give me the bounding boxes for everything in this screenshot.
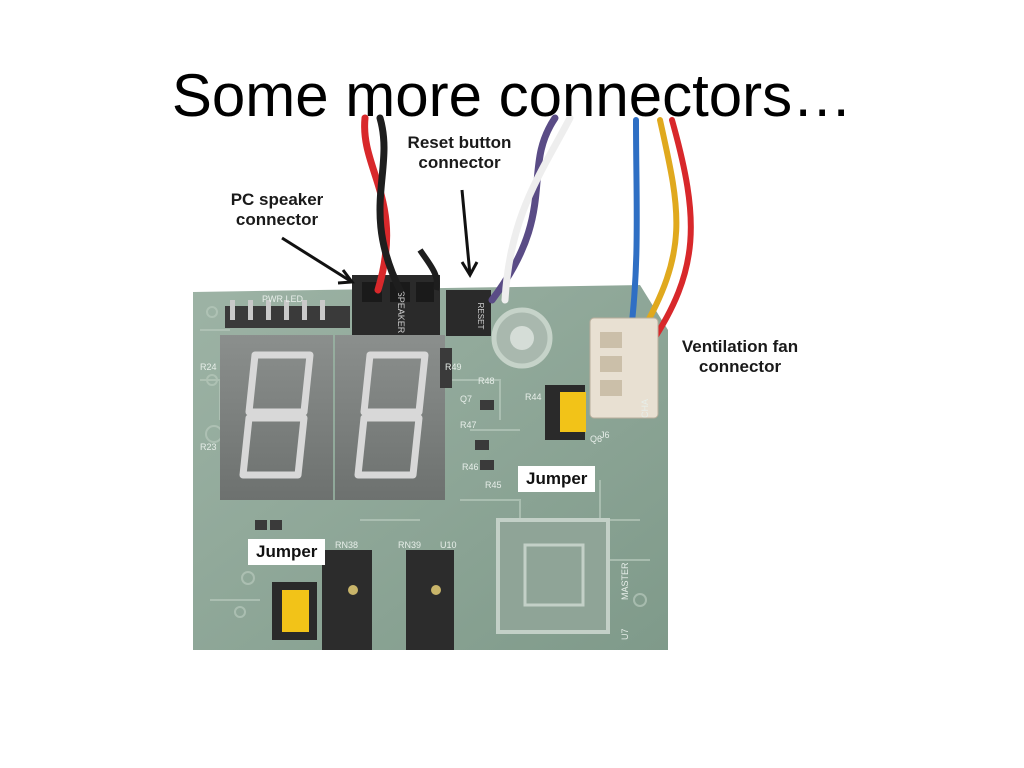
pin-header bbox=[225, 300, 350, 328]
silkscreen-r46: R46 bbox=[462, 462, 479, 472]
silkscreen-r47: R47 bbox=[460, 420, 477, 430]
silkscreen-pwr-led: PWR LED bbox=[262, 294, 304, 304]
speaker-silkscreen: SPEAKER bbox=[396, 291, 406, 334]
jumper-right bbox=[545, 385, 586, 440]
silkscreen-j6: J6 bbox=[600, 430, 610, 440]
silkscreen-u10: U10 bbox=[440, 540, 457, 550]
speaker-wires bbox=[361, 114, 404, 294]
jumper-left-label: Jumper bbox=[248, 539, 326, 565]
silkscreen-r23: R23 bbox=[200, 442, 217, 452]
fan-wires bbox=[627, 117, 694, 348]
small-components bbox=[255, 348, 494, 530]
silkscreen-master: MASTER bbox=[620, 562, 630, 600]
jumper-left bbox=[272, 582, 317, 640]
reset-button-label-text: Reset button connector bbox=[407, 133, 512, 172]
silkscreen-r48: R48 bbox=[478, 376, 495, 386]
pc-speaker-label-text: PC speaker connector bbox=[230, 190, 324, 229]
silkscreen-q6: Q6 bbox=[590, 434, 602, 444]
reset-button-label: Reset button connector bbox=[392, 133, 527, 173]
silkscreen-cha: CHA bbox=[640, 399, 650, 418]
jumper-right-label: Jumper bbox=[518, 466, 596, 492]
silkscreen-rn39: RN39 bbox=[398, 540, 421, 550]
fan-connector-label-text: Ventilation fan connector bbox=[681, 337, 799, 376]
reset-connector bbox=[446, 290, 491, 336]
dip-chips bbox=[322, 550, 454, 650]
reset-wires bbox=[488, 114, 574, 304]
seven-segment-display bbox=[220, 335, 445, 500]
fan-connector bbox=[589, 317, 659, 419]
pc-speaker-label: PC speaker connector bbox=[212, 190, 342, 230]
silkscreen-r49: R49 bbox=[445, 362, 462, 372]
silkscreen-q7: Q7 bbox=[460, 394, 472, 404]
silkscreen-u7: U7 bbox=[620, 628, 630, 640]
slide-title: Some more connectors… bbox=[171, 62, 853, 129]
callout-arrows bbox=[281, 189, 479, 285]
silkscreen-r45: R45 bbox=[485, 480, 502, 490]
reset-silkscreen: RESET bbox=[476, 303, 485, 330]
silkscreen-rn38: RN38 bbox=[335, 540, 358, 550]
silkscreen-r44: R44 bbox=[525, 392, 542, 402]
fan-connector-label: Ventilation fan connector bbox=[665, 337, 815, 377]
ic-chip bbox=[496, 518, 610, 634]
silkscreen-r24: R24 bbox=[200, 362, 217, 372]
